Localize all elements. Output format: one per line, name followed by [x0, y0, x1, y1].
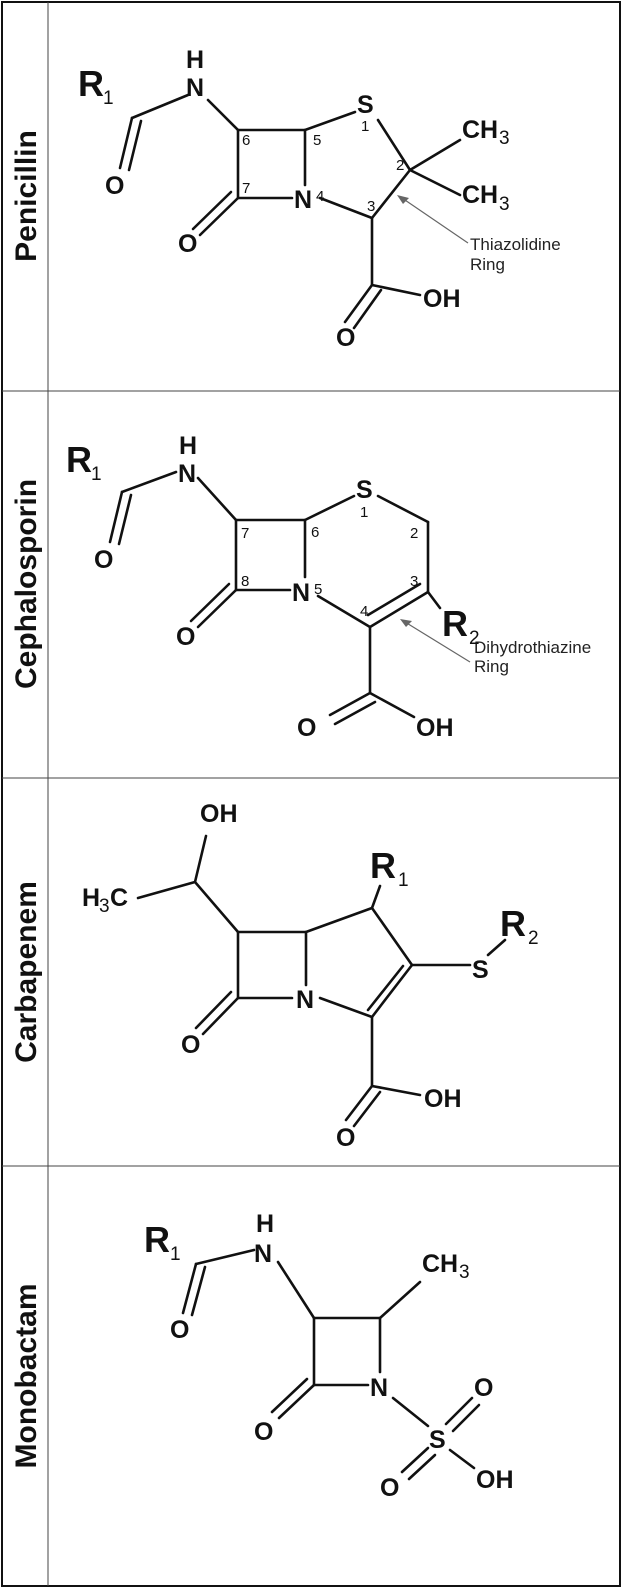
position-7: 7: [242, 180, 250, 197]
position-2: 2: [410, 525, 418, 542]
atom-ch3: CH: [422, 1250, 458, 1278]
atom-r2-sub: 2: [528, 928, 539, 949]
position-5: 5: [313, 132, 321, 149]
arrowhead-icon: [397, 195, 409, 204]
atom-h3c-c: C: [110, 884, 128, 912]
position-5: 5: [314, 581, 322, 598]
penicillin-atoms: R 1 H N O O N S CH 3 CH 3 OH O: [78, 46, 510, 352]
atom-r2: R: [442, 603, 468, 644]
penicillin-position-numbers: 1 2 3 4 5 6 7: [242, 118, 404, 215]
atom-r1-sub: 1: [91, 464, 102, 485]
atom-r1-sub: 1: [170, 1244, 181, 1265]
atom-r1: R: [66, 439, 92, 480]
monobactam-structure: R 1 H N O CH 3 N O S O O OH: [144, 1210, 514, 1502]
atom-oh: OH: [476, 1466, 514, 1494]
carbapenem-bonds: [136, 834, 507, 1128]
position-4: 4: [316, 188, 324, 205]
annotation-line2: Ring: [470, 255, 505, 274]
carbapenem-atoms: OH H 3 C R 1 S R 2 N O OH O: [82, 800, 539, 1152]
atom-r1-sub: 1: [398, 870, 409, 891]
atom-s: S: [356, 476, 373, 504]
position-7: 7: [241, 525, 249, 542]
panel-label-carbapenem: Carbapenem: [10, 881, 43, 1063]
atom-o-lactam: O: [254, 1418, 273, 1446]
atom-o-s2: O: [380, 1474, 399, 1502]
atom-n-ring: N: [294, 186, 312, 214]
atom-n-amide: N: [186, 74, 204, 102]
arrowhead-icon: [400, 619, 412, 627]
atom-r1: R: [144, 1219, 170, 1260]
atom-n-amide: N: [254, 1240, 272, 1268]
atom-h3c-sub: 3: [99, 896, 110, 917]
atom-o-acid: O: [336, 1124, 355, 1152]
atom-ch3-sub: 3: [459, 1262, 470, 1283]
atom-s: S: [429, 1426, 446, 1454]
position-1: 1: [360, 504, 368, 521]
atom-o-acid: O: [336, 324, 355, 352]
atom-oh-top: OH: [200, 800, 238, 828]
atom-r1: R: [370, 845, 396, 886]
atom-h: H: [186, 46, 204, 74]
cephalosporin-ring-annotation: Dihydrothiazine Ring: [400, 619, 591, 676]
atom-o-lactam: O: [176, 623, 195, 651]
atom-r1-sub: 1: [103, 88, 114, 109]
atom-h: H: [256, 1210, 274, 1238]
position-6: 6: [242, 132, 250, 149]
atom-h3c-h: H: [82, 884, 100, 912]
atom-o-s1: O: [474, 1374, 493, 1402]
penicillin-ring-annotation: Thiazolidine Ring: [397, 195, 561, 274]
position-4: 4: [360, 603, 368, 620]
atom-o-lactam: O: [178, 230, 197, 258]
atom-n-ring: N: [370, 1374, 388, 1402]
position-3: 3: [367, 198, 375, 215]
atom-o-amide: O: [170, 1316, 189, 1344]
atom-s: S: [472, 956, 489, 984]
atom-oh: OH: [423, 285, 461, 313]
atom-r2-sub: 2: [469, 628, 480, 649]
atom-o-amide: O: [94, 546, 113, 574]
annotation-line1: Dihydrothiazine: [474, 638, 591, 657]
atom-oh: OH: [416, 714, 454, 742]
atom-s: S: [357, 91, 374, 119]
penicillin-structure: Thiazolidine Ring R 1 H N O O N S CH 3 C…: [78, 46, 561, 352]
arrow-thiazolidine: [401, 197, 469, 244]
atom-oh: OH: [424, 1085, 462, 1113]
atom-ch3-b-sub: 3: [499, 194, 510, 215]
atom-o-lactam: O: [181, 1031, 200, 1059]
atom-n-ring: N: [292, 579, 310, 607]
atom-h: H: [179, 432, 197, 460]
atom-r2: R: [500, 903, 526, 944]
position-1: 1: [361, 118, 369, 135]
monobactam-bonds: [181, 1248, 481, 1481]
penicillin-bonds: [118, 93, 462, 330]
panel-label-penicillin: Penicillin: [10, 130, 43, 262]
panel-label-cephalosporin: Cephalosporin: [10, 479, 43, 689]
atom-r1: R: [78, 63, 104, 104]
annotation-line2: Ring: [474, 657, 509, 676]
carbapenem-structure: OH H 3 C R 1 S R 2 N O OH O: [82, 800, 539, 1152]
cephalosporin-bonds: [108, 470, 442, 726]
atom-o-amide: O: [105, 172, 124, 200]
atom-n-amide: N: [178, 460, 196, 488]
atom-ch3-a: CH: [462, 116, 498, 144]
atom-ch3-b: CH: [462, 181, 498, 209]
position-6: 6: [311, 524, 319, 541]
panel-label-monobactam: Monobactam: [10, 1283, 43, 1468]
position-3: 3: [410, 573, 418, 590]
atom-ch3-a-sub: 3: [499, 128, 510, 149]
annotation-line1: Thiazolidine: [470, 235, 561, 254]
cephalosporin-structure: Dihydrothiazine Ring R 1 H N O O N S R 2…: [66, 432, 591, 742]
cephalosporin-atoms: R 1 H N O O N S R 2 OH O: [66, 432, 480, 742]
monobactam-atoms: R 1 H N O CH 3 N O S O O OH: [144, 1210, 514, 1502]
position-8: 8: [241, 573, 249, 590]
atom-o-acid: O: [297, 714, 316, 742]
cephalosporin-position-numbers: 1 2 3 4 5 6 7 8: [241, 504, 418, 620]
atom-n-ring: N: [296, 986, 314, 1014]
arrow-dihydrothiazine: [404, 621, 471, 663]
position-2: 2: [396, 157, 404, 174]
